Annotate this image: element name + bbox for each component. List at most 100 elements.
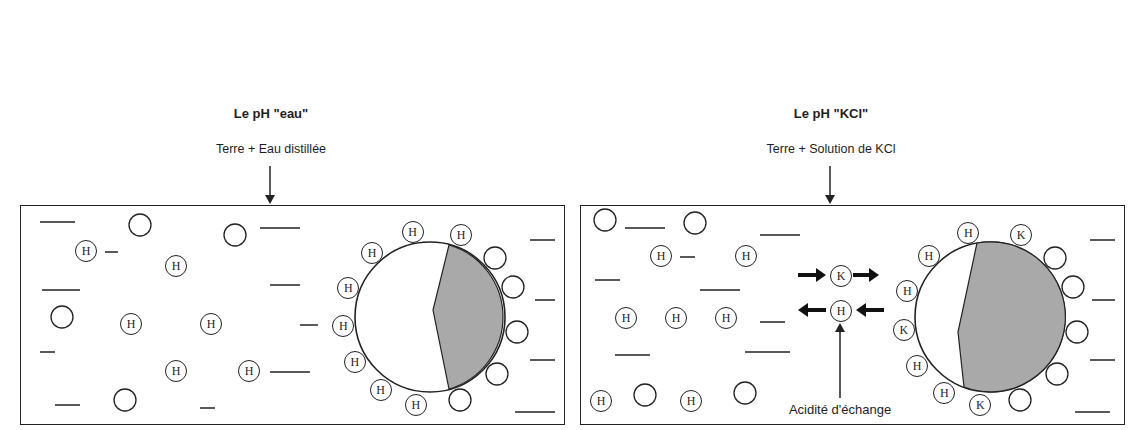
- ion-circle: H: [75, 240, 97, 262]
- ion-symbol: H: [597, 395, 606, 407]
- ion-symbol: H: [622, 312, 631, 324]
- anion-dash: [625, 227, 665, 229]
- arrow-head: [856, 303, 866, 317]
- note-label: Acidité d'échange: [786, 402, 894, 417]
- ion-circle: K: [969, 394, 991, 416]
- exchange-arrow: [806, 308, 826, 312]
- ion-circle: H: [402, 221, 424, 243]
- anion-dash: [745, 351, 790, 353]
- water-molecule: [1046, 363, 1068, 385]
- water-molecule: [734, 382, 756, 404]
- anion-dash: [680, 256, 695, 258]
- anion-dash: [105, 251, 118, 253]
- anion-dash: [760, 321, 785, 323]
- ion-circle: H: [680, 390, 702, 412]
- anion-dash: [300, 324, 318, 326]
- anion-dash: [200, 407, 215, 409]
- anion-dash: [1090, 239, 1115, 241]
- sample-panel: Le pH "eau"Terre + Eau distilléeHHHHHHHH…: [20, 205, 565, 425]
- ion-circle: K: [893, 319, 915, 341]
- ion-symbol: H: [457, 229, 466, 241]
- water-molecule: [449, 389, 471, 411]
- water-molecule: [1066, 321, 1088, 343]
- arrow-head: [265, 195, 275, 204]
- ion-circle: H: [332, 315, 354, 337]
- water-molecule: [51, 306, 73, 328]
- leader-line: [839, 330, 841, 398]
- anion-dash: [40, 351, 55, 353]
- anion-dash: [530, 359, 555, 361]
- panel-title: Le pH "KCl": [794, 106, 868, 121]
- water-molecule: [1044, 247, 1066, 269]
- ion-symbol: H: [913, 360, 922, 372]
- panel-subtitle: Terre + Eau distillée: [216, 142, 326, 156]
- exchange-arrow: [798, 273, 818, 277]
- ion-symbol: K: [976, 399, 985, 411]
- ion-circle: H: [370, 379, 392, 401]
- pointer-line: [269, 166, 271, 196]
- water-molecule: [594, 209, 616, 231]
- anion-dash: [40, 221, 75, 223]
- arrow-head: [869, 268, 879, 282]
- arrow-head: [816, 268, 826, 282]
- ion-circle: H: [650, 245, 672, 267]
- water-molecule: [1009, 389, 1031, 411]
- ion-circle: H: [735, 245, 757, 267]
- ion-symbol: H: [940, 387, 949, 399]
- ion-circle: H: [918, 245, 940, 267]
- anion-dash: [1090, 359, 1115, 361]
- ion-symbol: H: [408, 226, 417, 238]
- ion-symbol: H: [344, 282, 353, 294]
- water-molecule: [129, 214, 151, 236]
- water-molecule: [634, 384, 656, 406]
- ion-circle: H: [337, 277, 359, 299]
- ion-circle: H: [405, 394, 427, 416]
- water-molecule: [1062, 276, 1084, 298]
- ion-circle: H: [715, 307, 737, 329]
- exchange-arrow: [864, 308, 884, 312]
- ion-circle: H: [450, 224, 472, 246]
- ion-symbol: H: [742, 250, 751, 262]
- ion-symbol: H: [411, 399, 420, 411]
- ion-symbol: H: [172, 260, 181, 272]
- anion-dash: [42, 289, 80, 291]
- arrow-head: [798, 303, 808, 317]
- water-molecule: [114, 389, 136, 411]
- ion-symbol: H: [368, 247, 377, 259]
- panel-subtitle: Terre + Solution de KCl: [767, 142, 896, 156]
- anion-dash: [270, 371, 310, 373]
- ion-symbol: H: [964, 227, 973, 239]
- ion-circle: H: [200, 313, 222, 335]
- water-molecule: [484, 247, 506, 269]
- ion-circle: H: [361, 242, 383, 264]
- ion-circle: H: [615, 307, 637, 329]
- anion-dash: [260, 227, 300, 229]
- water-molecule: [506, 321, 528, 343]
- ion-symbol: H: [657, 250, 666, 262]
- ion-circle: H: [957, 222, 979, 244]
- ion-circle: H: [238, 360, 260, 382]
- ion-symbol: H: [837, 305, 846, 317]
- pointer-line: [829, 166, 831, 196]
- water-molecule: [684, 212, 706, 234]
- ion-symbol: H: [903, 285, 912, 297]
- sample-panel: Le pH "KCl"Terre + Solution de KClHHHHHH…: [580, 205, 1125, 425]
- ion-symbol: H: [924, 250, 933, 262]
- ion-circle: H: [906, 355, 928, 377]
- exchange-arrow: [853, 273, 871, 277]
- ion-circle: H: [896, 280, 918, 302]
- anion-dash: [530, 239, 555, 241]
- ion-circle: H: [165, 255, 187, 277]
- ion-symbol: H: [172, 365, 181, 377]
- ion-circle: H: [665, 307, 687, 329]
- ion-circle: H: [344, 351, 366, 373]
- ion-symbol: H: [350, 356, 359, 368]
- ion-symbol: K: [837, 270, 846, 282]
- arrow-head: [825, 195, 835, 204]
- ion-symbol: H: [672, 312, 681, 324]
- panel-title: Le pH "eau": [234, 106, 308, 121]
- ion-symbol: K: [1017, 229, 1026, 241]
- ion-symbol: H: [722, 312, 731, 324]
- ion-circle: K: [1010, 224, 1032, 246]
- ion-symbol: H: [82, 245, 91, 257]
